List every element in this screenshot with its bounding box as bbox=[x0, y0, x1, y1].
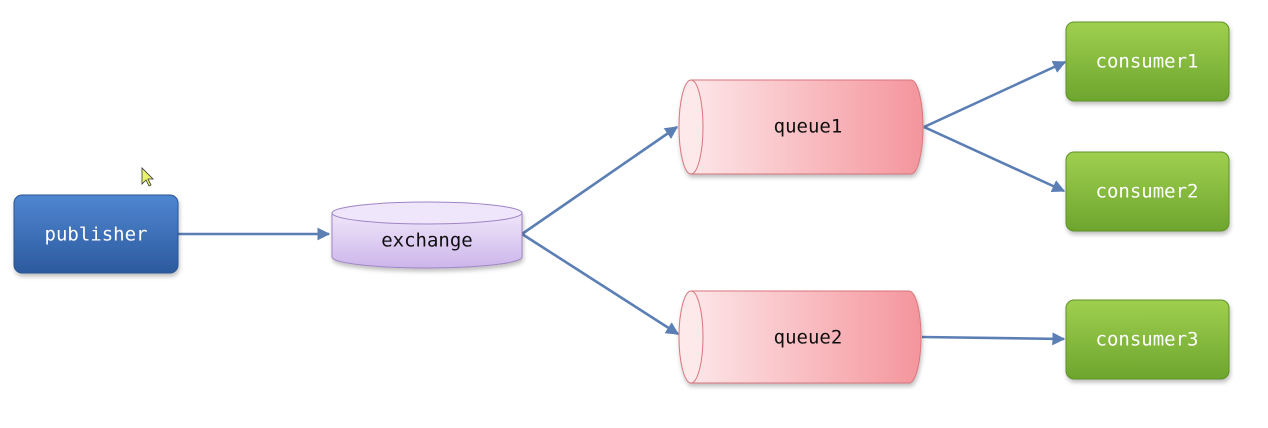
arrow-queue1-to-consumer1 bbox=[923, 60, 1067, 129]
arrow-queue2-to-consumer3 bbox=[921, 332, 1066, 346]
consumer3-node[interactable]: consumer3 bbox=[1065, 299, 1230, 380]
queue1-label: queue1 bbox=[774, 116, 843, 138]
exchange-node[interactable]: exchange bbox=[331, 201, 523, 269]
publisher-node[interactable]: publisher bbox=[13, 194, 179, 274]
consumer1-node[interactable]: consumer1 bbox=[1065, 21, 1230, 102]
queue2-node[interactable]: queue2 bbox=[678, 290, 922, 384]
publisher-label: publisher bbox=[45, 224, 148, 246]
consumer1-label: consumer1 bbox=[1096, 51, 1199, 73]
consumer2-node[interactable]: consumer2 bbox=[1065, 151, 1230, 232]
arrows bbox=[178, 60, 1067, 346]
arrow-exchange-to-queue2 bbox=[521, 232, 680, 336]
queue2-label: queue2 bbox=[774, 327, 843, 349]
consumer3-label: consumer3 bbox=[1096, 329, 1199, 351]
exchange-label: exchange bbox=[381, 230, 473, 252]
mouse-pointer-icon bbox=[141, 167, 154, 187]
arrow-exchange-to-queue1 bbox=[521, 125, 679, 236]
queue1-node[interactable]: queue1 bbox=[678, 79, 924, 175]
consumer2-label: consumer2 bbox=[1096, 181, 1199, 203]
arrow-queue1-to-consumer2 bbox=[923, 125, 1066, 193]
